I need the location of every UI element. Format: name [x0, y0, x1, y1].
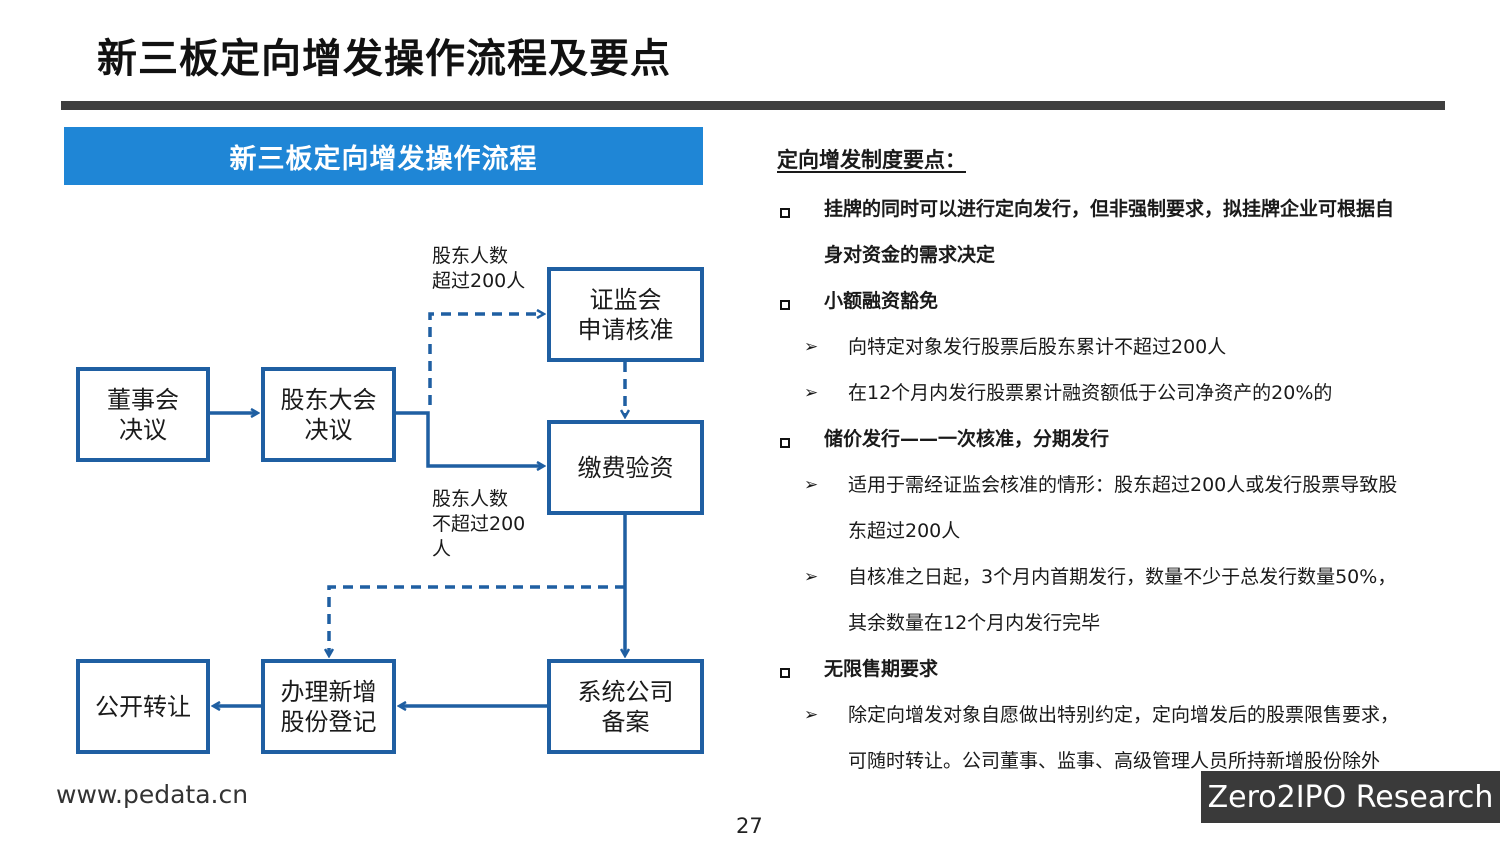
key-point-4: 无限售期要求 — [780, 658, 938, 692]
arrow-bullet-icon: ➢ — [804, 705, 819, 725]
website-url: www.pedata.cn — [56, 780, 249, 809]
square-bullet-icon — [780, 668, 790, 678]
key-point-1-cont: 身对资金的需求决定 — [824, 244, 996, 266]
arrow-payment-to-registration — [329, 585, 625, 655]
note-under-200: 股东人数 不超过200 人 — [432, 488, 526, 560]
key-point-2-sub-2: ➢ 在12个月内发行股票累计融资额低于公司净资产的20%的 — [804, 382, 1332, 416]
board-resolution-box: 董事会 决议 — [76, 367, 210, 462]
brand-logo: Zero2IPO Research — [1201, 771, 1500, 823]
arrow-shareholders-to-payment — [396, 411, 543, 466]
key-point-4-sub-1-cont: 可随时转让。公司董事、监事、高级管理人员所持新增股份除外 — [848, 750, 1381, 772]
arrow-shareholders-to-csrc — [428, 314, 543, 405]
key-point-2-sub-1: ➢ 向特定对象发行股票后股东累计不超过200人 — [804, 336, 1226, 370]
arrow-bullet-icon: ➢ — [804, 475, 819, 495]
system-filing-box: 系统公司 备案 — [547, 659, 704, 754]
square-bullet-icon — [780, 438, 790, 448]
page-number: 27 — [736, 814, 763, 838]
key-point-3: 储价发行——一次核准，分期发行 — [780, 428, 1109, 462]
key-point-1: 挂牌的同时可以进行定向发行，但非强制要求，拟挂牌企业可根据自 — [780, 198, 1394, 232]
arrow-bullet-icon: ➢ — [804, 337, 819, 357]
key-point-3-sub-1-cont: 东超过200人 — [848, 520, 961, 542]
arrow-bullet-icon: ➢ — [804, 383, 819, 403]
square-bullet-icon — [780, 208, 790, 218]
public-transfer-box: 公开转让 — [76, 659, 210, 754]
csrc-approval-box: 证监会 申请核准 — [547, 267, 704, 362]
slide-title: 新三板定向增发操作流程及要点 — [97, 36, 671, 82]
key-point-3-sub-1: ➢ 适用于需经证监会核准的情形：股东超过200人或发行股票导致股 — [804, 474, 1397, 508]
payment-verification-box: 缴费验资 — [547, 420, 704, 515]
key-point-3-sub-2: ➢ 自核准之日起，3个月内首期发行，数量不少于总发行数量50%， — [804, 566, 1396, 600]
shareholders-meeting-box: 股东大会 决议 — [261, 367, 396, 462]
share-registration-box: 办理新增 股份登记 — [261, 659, 396, 754]
square-bullet-icon — [780, 300, 790, 310]
note-over-200: 股东人数 超过200人 — [432, 245, 526, 292]
key-points-title: 定向增发制度要点： — [777, 148, 966, 172]
key-point-2: 小额融资豁免 — [780, 290, 938, 324]
arrow-bullet-icon: ➢ — [804, 567, 819, 587]
title-divider — [61, 101, 1445, 110]
flow-header: 新三板定向增发操作流程 — [64, 127, 703, 185]
key-point-4-sub-1: ➢ 除定向增发对象自愿做出特别约定，定向增发后的股票限售要求， — [804, 704, 1399, 738]
key-point-3-sub-2-cont: 其余数量在12个月内发行完毕 — [848, 612, 1101, 634]
